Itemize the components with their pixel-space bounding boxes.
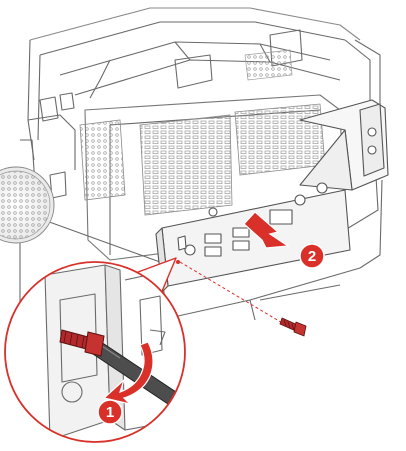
step-2-badge: 2 [299,243,325,269]
slide-arrow-icon [243,211,290,249]
step-1-number: 1 [106,404,114,421]
step-1-badge: 1 [97,399,123,425]
screw-path-line [179,261,285,325]
screw-hole-marker [176,260,180,264]
zoomed-screw-icon [59,329,105,357]
screw-icon [279,317,307,337]
vent-holes [79,49,326,216]
rotation-arrow-icon [102,341,154,406]
io-bracket [155,99,389,293]
step-2-number: 2 [308,248,316,265]
fan-grill [0,166,55,244]
